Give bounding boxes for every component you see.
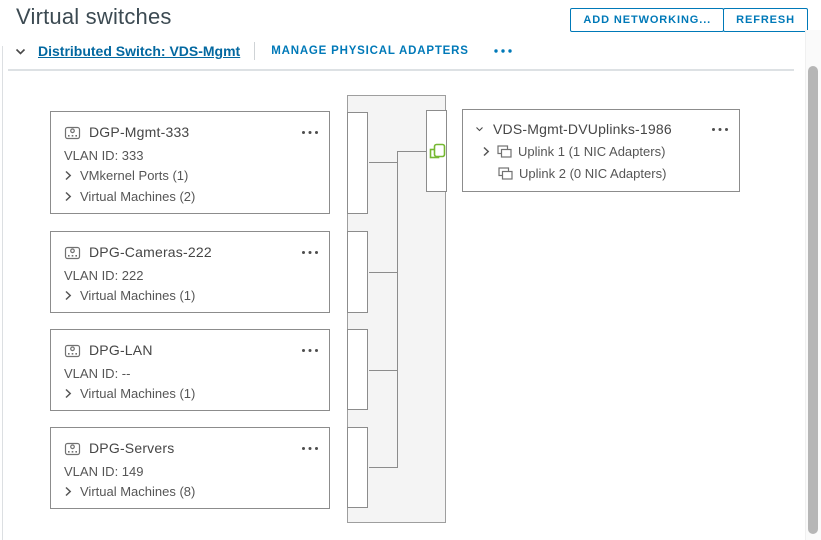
expander-virtual-machines[interactable]: Virtual Machines (2) [64,186,319,207]
portgroup-ellipsis-menu-icon[interactable] [301,348,319,353]
uplinks-group-name[interactable]: VDS-Mgmt-DVUplinks-1986 [493,121,672,137]
uplinks-card: VDS-Mgmt-DVUplinks-1986 Uplink 1 (1 NIC … [462,109,740,192]
chevron-right-icon [64,290,73,301]
topology-port-stub-1 [347,112,368,214]
vlan-id-label: VLAN ID: -- [64,366,131,381]
vlan-id-label: VLAN ID: 149 [64,464,144,479]
expander-label: Virtual Machines (2) [80,189,196,204]
chevron-down-icon[interactable] [475,123,484,135]
vertical-scrollbar-track[interactable] [805,30,821,540]
expander-label: Virtual Machines (8) [80,484,196,499]
uplink-label: Uplink 1 (1 NIC Adapters) [518,143,666,159]
expander-label: VMkernel Ports (1) [80,168,189,183]
portgroup-name[interactable]: DPG-Servers [89,440,175,456]
section-divider-rule [8,69,794,71]
topology-connector-1 [369,162,398,163]
manage-physical-adapters-link[interactable]: MANAGE PHYSICAL ADAPTERS [271,45,469,57]
portgroup-card-dpg-servers: DPG-Servers VLAN ID: 149 Virtual Machine… [50,427,330,509]
topology-connector-4 [369,467,398,468]
topology-connector-2 [369,272,398,273]
chevron-right-icon [64,388,73,399]
expander-label: Virtual Machines (1) [80,386,196,401]
add-networking-button[interactable]: ADD NETWORKING... [570,8,725,32]
distributed-port-group-icon [64,124,81,140]
uplink-label: Uplink 2 (0 NIC Adapters) [519,165,667,181]
topology-port-stub-3 [347,329,368,410]
distributed-port-group-icon [64,244,81,260]
portgroup-ellipsis-menu-icon[interactable] [301,446,319,451]
topology-uplink-connector [397,151,427,152]
vertical-divider [254,42,256,60]
distributed-switch-link[interactable]: Distributed Switch: VDS-Mgmt [38,43,241,59]
page-title: Virtual switches [16,4,172,29]
uplink-port-icon [497,144,512,158]
uplink-port-icon [498,166,513,180]
distributed-switch-section-header: Distributed Switch: VDS-Mgmt MANAGE PHYS… [14,40,513,62]
portgroup-name[interactable]: DPG-Cameras-222 [89,244,212,260]
uplink-row-2[interactable]: Uplink 2 (0 NIC Adapters) [475,162,729,184]
chevron-right-icon [64,170,73,181]
section-ellipsis-menu-icon[interactable] [493,48,513,54]
vlan-id-label: VLAN ID: 222 [64,268,144,283]
distributed-port-group-icon [64,342,81,358]
portgroup-ellipsis-menu-icon[interactable] [301,130,319,135]
expander-vmkernel-ports[interactable]: VMkernel Ports (1) [64,165,319,186]
physical-nic-icon [427,141,448,166]
topology-port-stub-4 [347,427,368,508]
refresh-button[interactable]: REFRESH [723,8,808,32]
portgroup-name[interactable]: DPG-LAN [89,342,153,358]
chevron-right-icon [64,191,73,202]
toolbar: ADD NETWORKING... REFRESH [570,8,808,32]
vlan-id-label: VLAN ID: 333 [64,148,144,163]
expander-virtual-machines[interactable]: Virtual Machines (1) [64,285,319,306]
portgroup-card-dgp-mgmt-333: DGP-Mgmt-333 VLAN ID: 333 VMkernel Ports… [50,111,330,214]
distributed-port-group-icon [64,440,81,456]
expander-virtual-machines[interactable]: Virtual Machines (8) [64,481,319,502]
portgroup-ellipsis-menu-icon[interactable] [301,250,319,255]
portgroup-card-dpg-cameras-222: DPG-Cameras-222 VLAN ID: 222 Virtual Mac… [50,231,330,313]
expander-virtual-machines[interactable]: Virtual Machines (1) [64,383,319,404]
expander-label: Virtual Machines (1) [80,288,196,303]
chevron-right-icon [482,146,491,157]
vertical-scrollbar-thumb[interactable] [808,66,818,534]
topology-trunk-line [397,151,398,468]
portgroup-name[interactable]: DGP-Mgmt-333 [89,124,190,140]
chevron-down-icon[interactable] [14,45,28,58]
chevron-right-icon [64,486,73,497]
portgroup-card-dpg-lan: DPG-LAN VLAN ID: -- Virtual Machines (1) [50,329,330,411]
topology-connector-3 [369,370,398,371]
panel-left-border [2,46,3,540]
uplinks-ellipsis-menu-icon[interactable] [711,127,729,132]
topology-port-stub-2 [347,231,368,313]
uplink-row-1[interactable]: Uplink 1 (1 NIC Adapters) [475,140,729,162]
